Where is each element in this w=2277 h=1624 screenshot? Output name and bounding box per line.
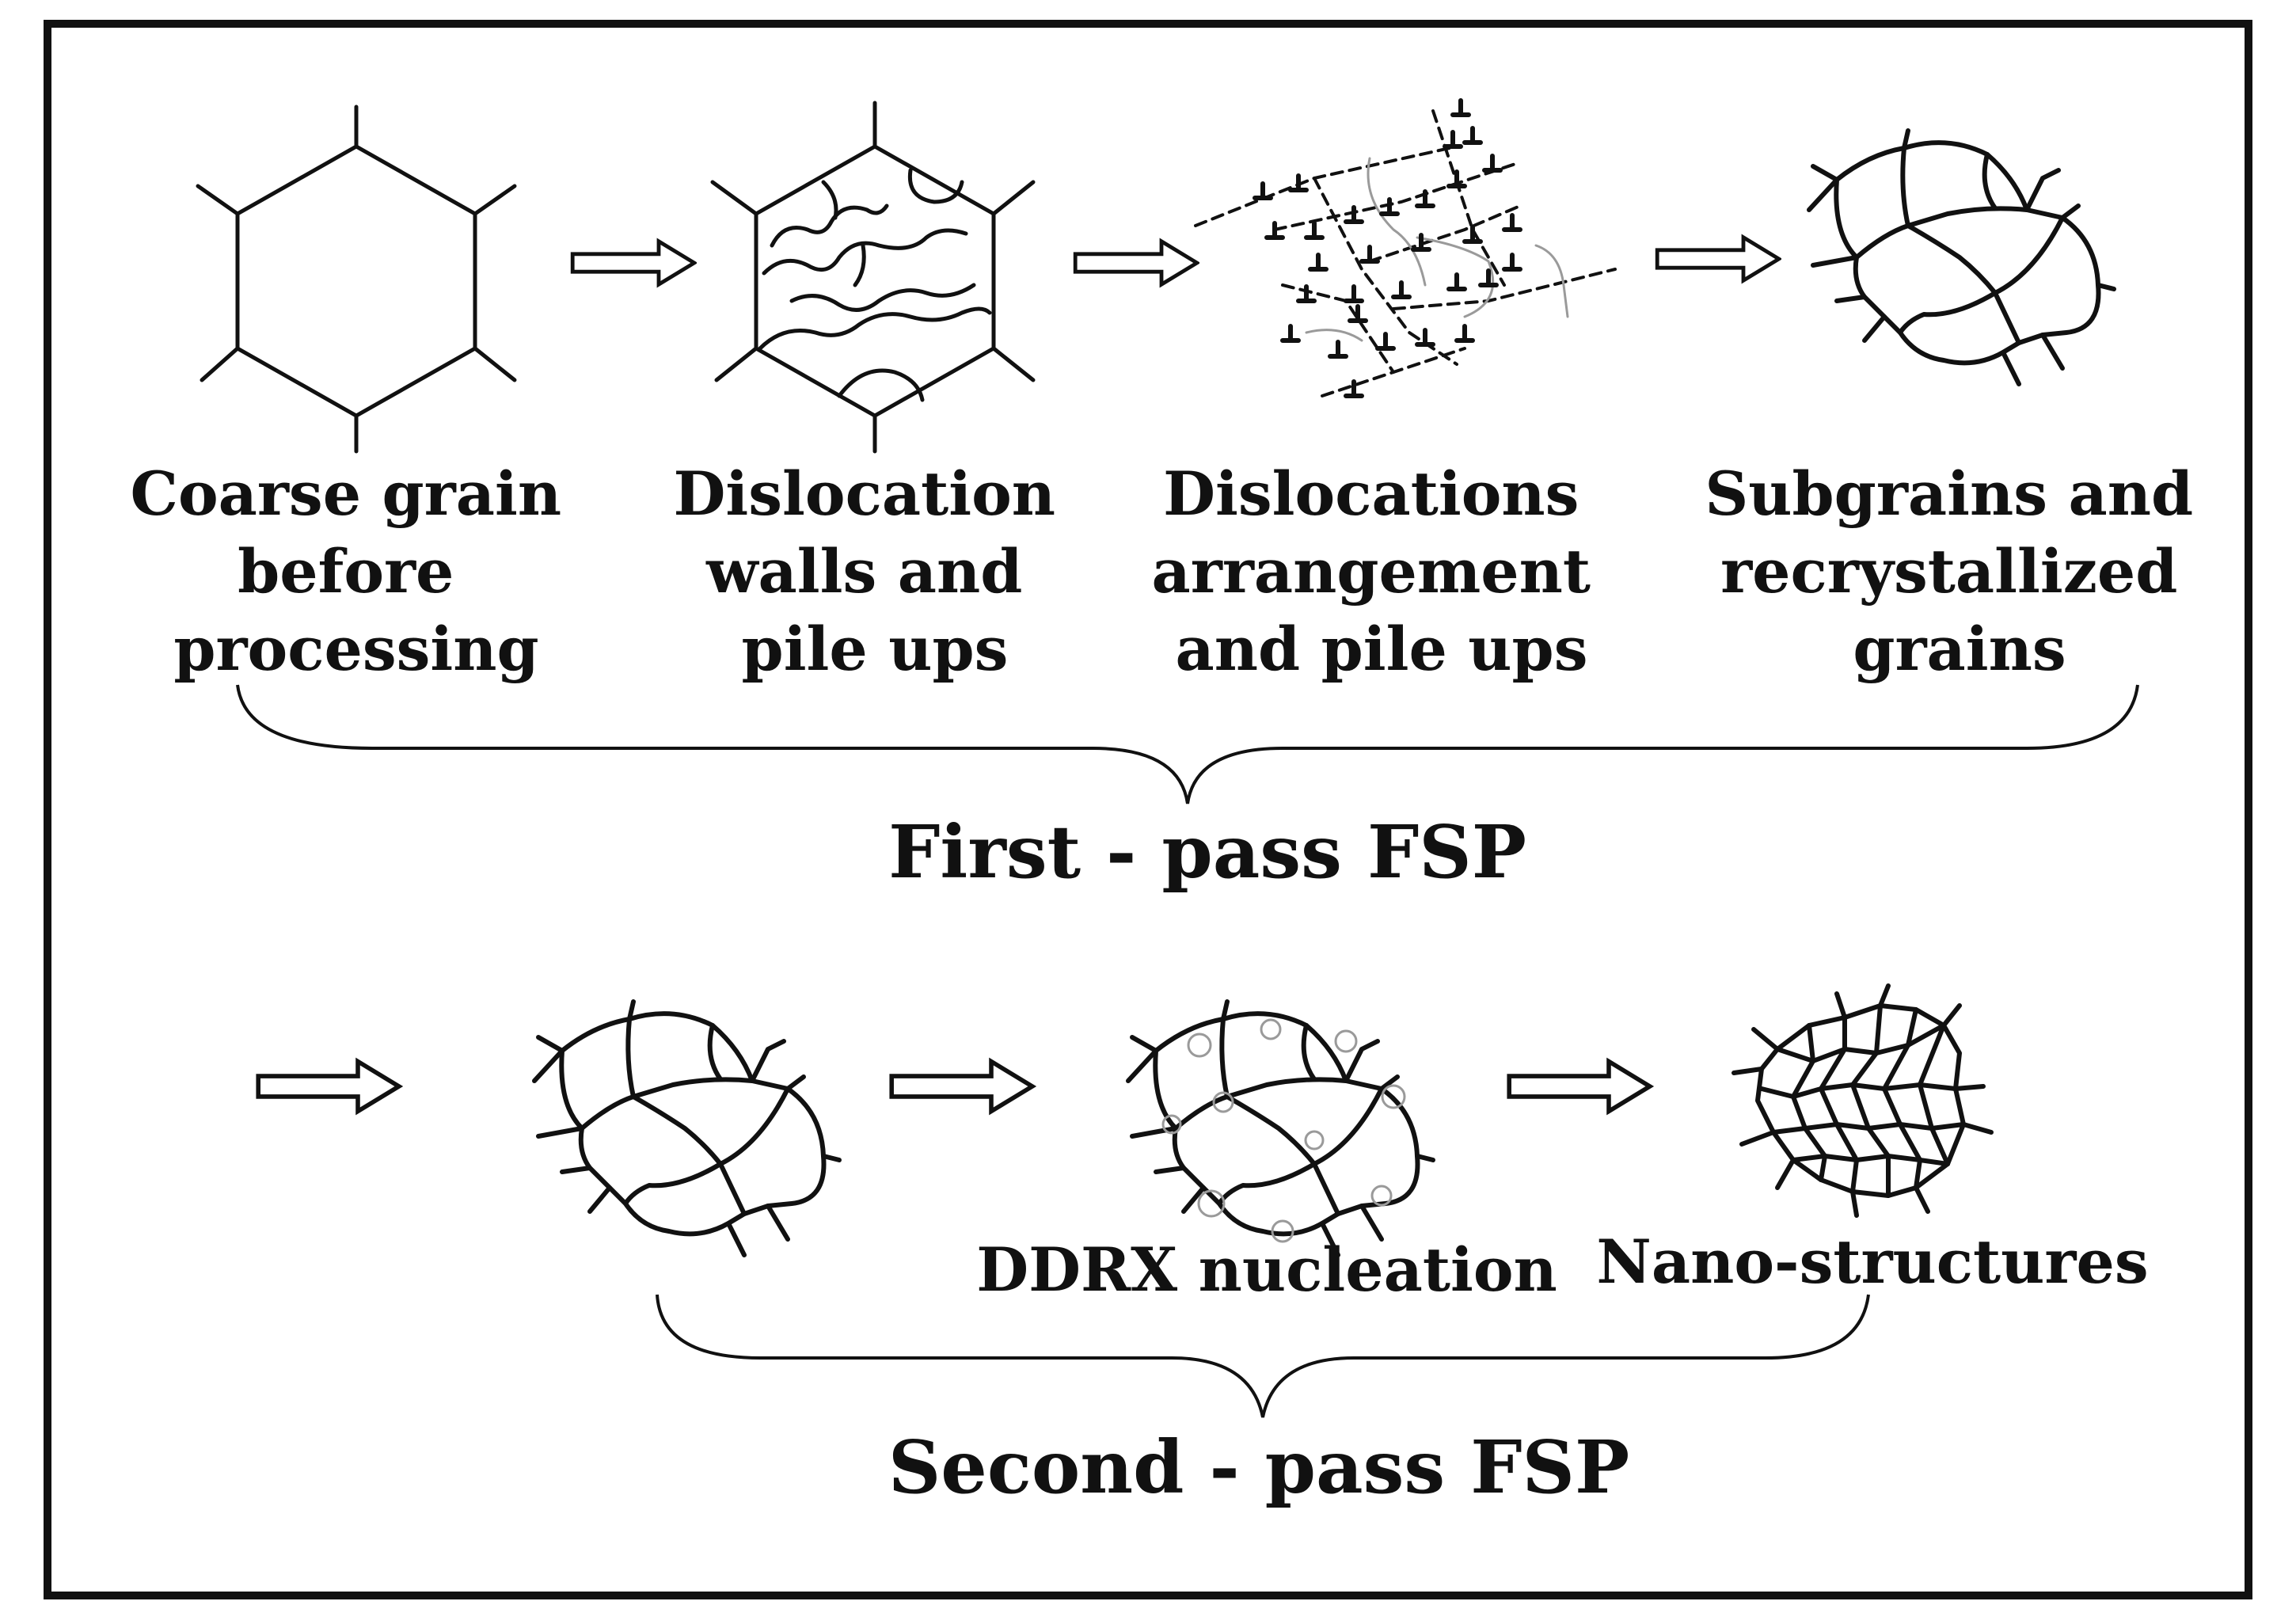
- process-arrow: [572, 242, 694, 284]
- nano-structures-sketch: [1732, 983, 1994, 1218]
- process-arrow: [891, 1062, 1032, 1112]
- first-pass-labels: Coarse grain before processing Dislocati…: [130, 458, 2214, 684]
- coarse-grain-hexagon: [196, 105, 517, 454]
- second-pass-brace: [656, 1294, 1870, 1418]
- dislocation-walls-hexagon: [710, 101, 1036, 454]
- first-pass-brace: [236, 684, 2139, 804]
- dislocation-arrangement-sketch: [1194, 98, 1617, 398]
- stage-label-nano: Nano-structures: [1596, 1227, 2148, 1297]
- subgrain-network-second-pass: [534, 1002, 839, 1255]
- stage-label-ddrx: DDRX nucleation: [976, 1234, 1557, 1305]
- subgrain-network: [1809, 131, 2114, 384]
- figure-border: [44, 20, 2252, 1599]
- stage-label-dislocations-arrangement: Dislocations arrangement and pile ups: [1152, 458, 1612, 684]
- stage-label-coarse-grain: Coarse grain before processing: [130, 458, 582, 684]
- process-arrow-long: [258, 1062, 399, 1112]
- first-pass-label: First - pass FSP: [888, 809, 1526, 895]
- process-arrow: [1075, 242, 1197, 284]
- process-arrow: [1509, 1062, 1650, 1112]
- stage-label-dislocation-walls: Dislocation walls and pile ups: [673, 458, 1076, 684]
- second-pass-label: Second - pass FSP: [888, 1424, 1629, 1510]
- second-pass-labels: DDRX nucleation Nano-structures: [976, 1227, 2148, 1305]
- process-arrow: [1657, 238, 1779, 280]
- ddrx-nucleation-sketch: [1128, 1002, 1433, 1255]
- stage-label-subgrains: Subgrains and recrystallized grains: [1705, 458, 2214, 684]
